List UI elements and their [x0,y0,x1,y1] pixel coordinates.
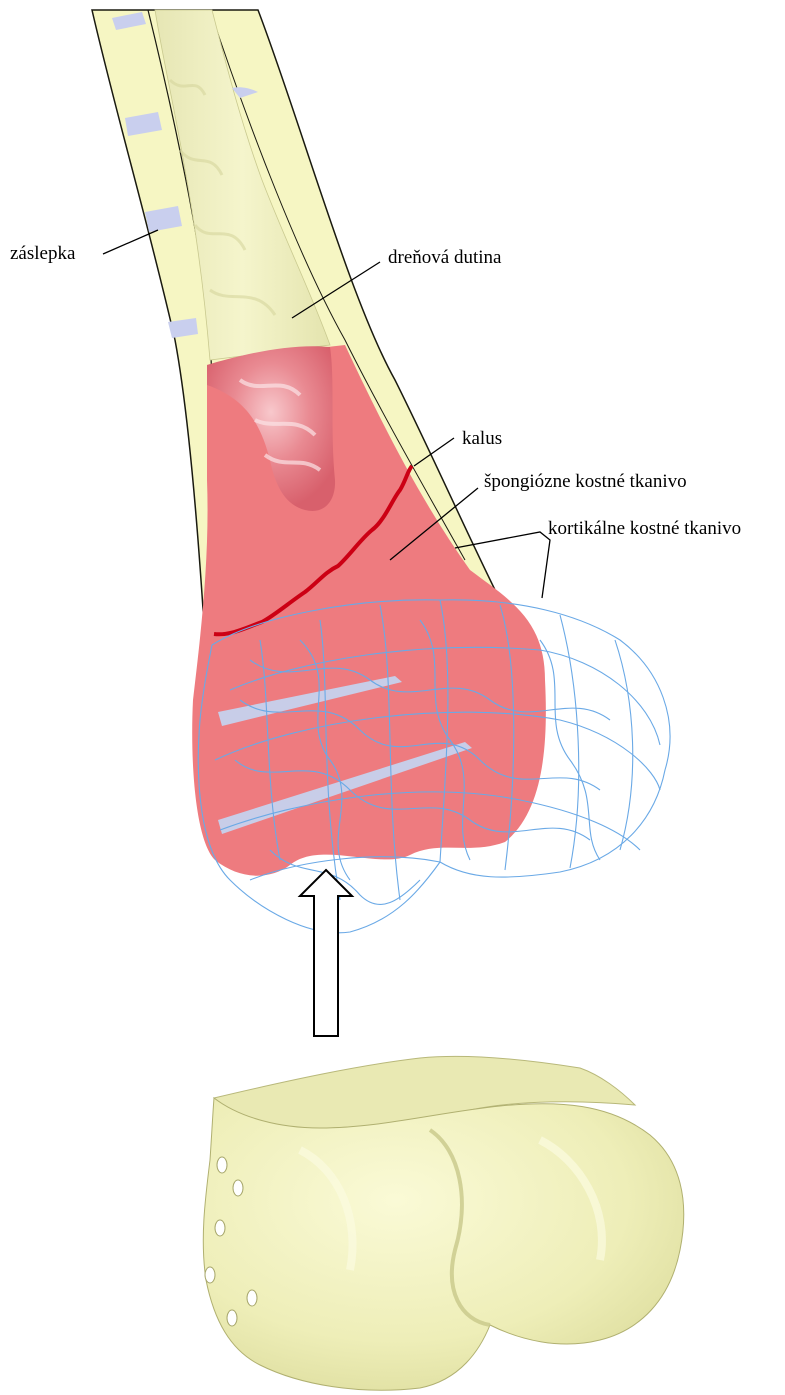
up-arrow-icon [300,870,352,1036]
label-callus: kalus [462,428,502,449]
label-cortical-bone: kortikálne kostné tkanivo [548,518,741,539]
label-plug: záslepka [10,243,76,264]
label-medullary-cavity: dreňová dutina [388,247,502,268]
condyle-implant [203,1056,683,1390]
leader-plug [103,230,158,254]
label-cancellous-bone: špongiózne kostné tkanivo [484,471,687,492]
